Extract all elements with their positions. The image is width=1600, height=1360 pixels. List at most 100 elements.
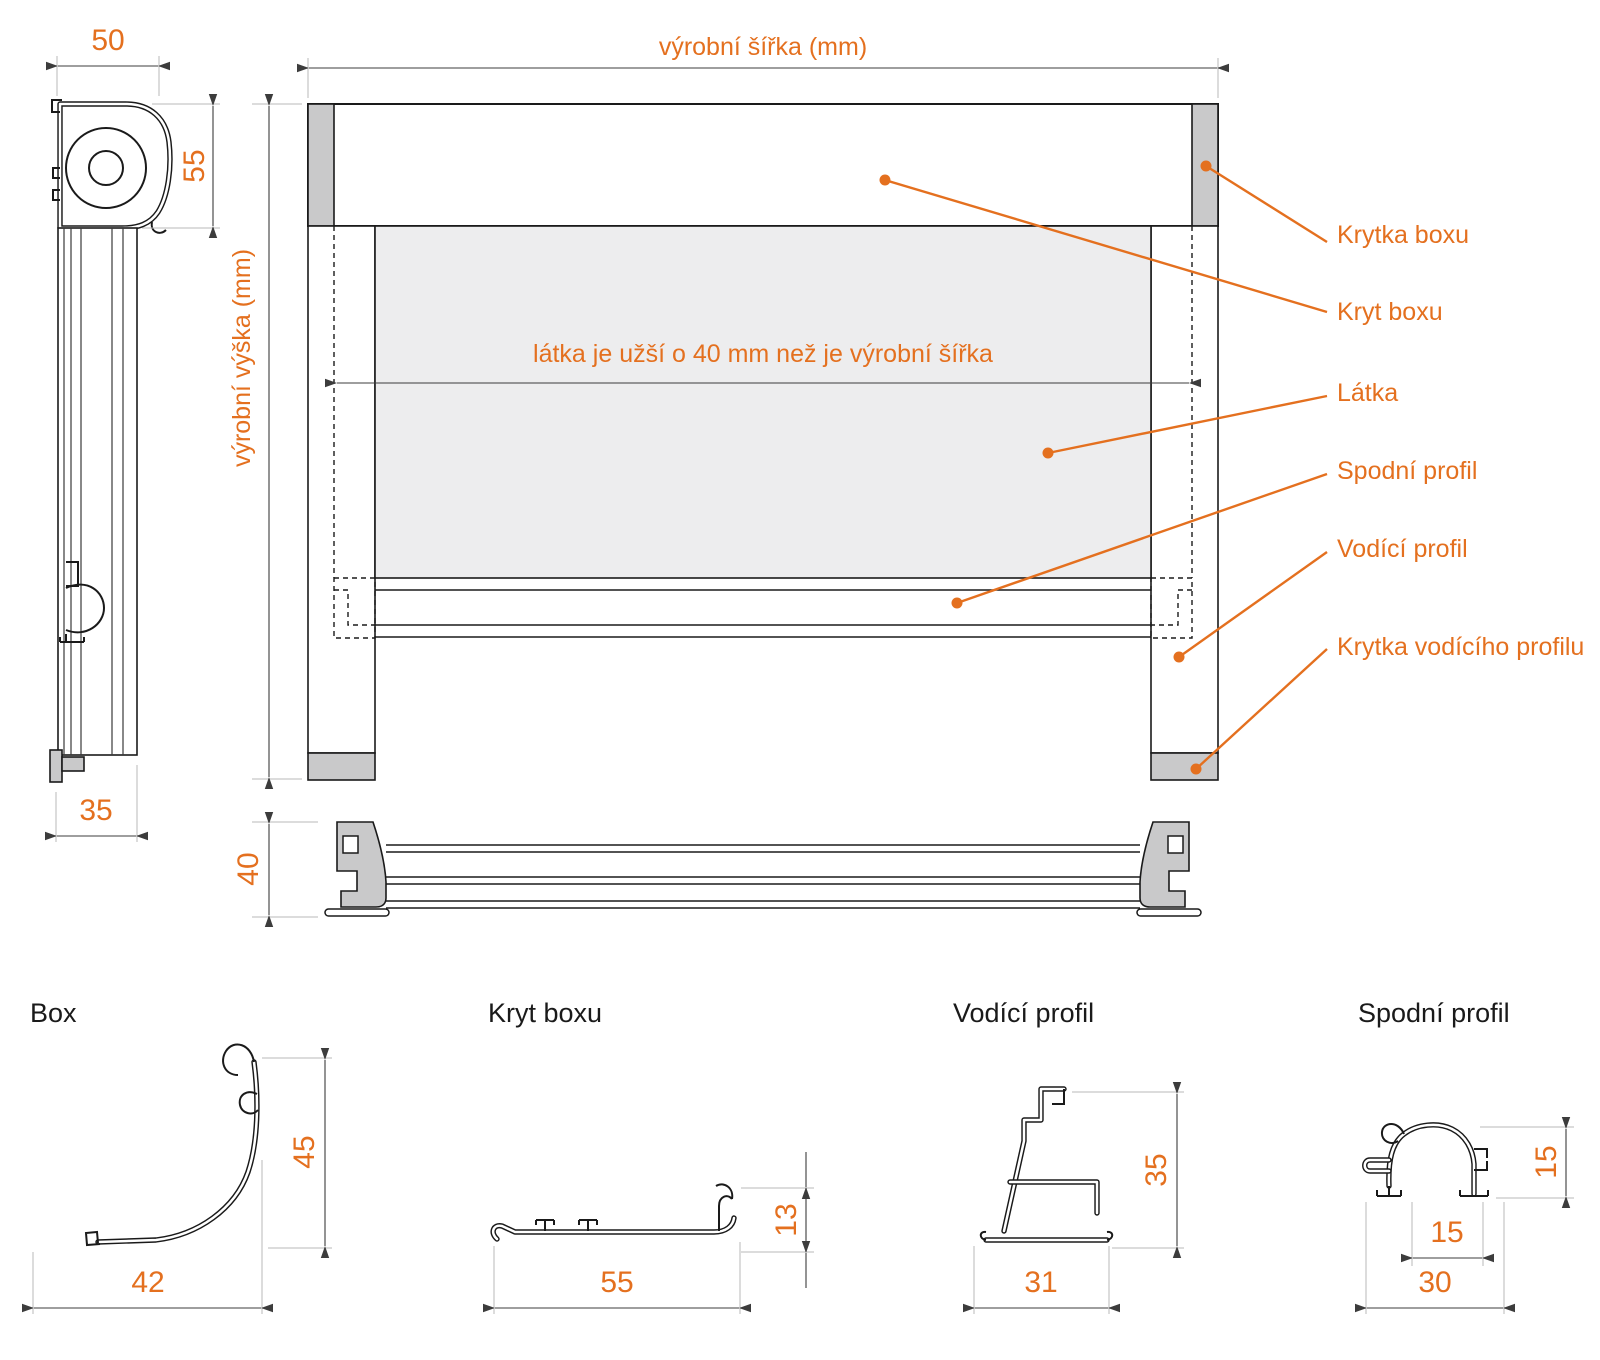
profile-vodici: Vodící profil 35 31 xyxy=(953,998,1184,1314)
fabric-panel xyxy=(374,225,1152,579)
callout-vodici-profil: Vodící profil xyxy=(1337,535,1468,563)
leader-line xyxy=(1195,648,1328,770)
production-width-dimension: výrobní šířka (mm) xyxy=(297,33,1229,98)
box-end-cap-left xyxy=(307,103,335,227)
hidden-bar-step-right xyxy=(1151,589,1192,626)
callout-spodni-profil: Spodní profil xyxy=(1337,457,1477,485)
callout-krytka-boxu: Krytka boxu xyxy=(1337,221,1469,249)
bottom-bar-front xyxy=(333,577,1193,639)
cross-section-view: 40 xyxy=(232,812,1202,927)
kryt-width-dimension: 55 xyxy=(483,1242,751,1314)
profile-kryt-boxu: Kryt boxu 13 55 xyxy=(483,998,814,1314)
side-view-bottom-width-dimension: 35 xyxy=(45,765,148,842)
side-view-bottom-profile xyxy=(59,561,106,643)
box-profile-end-hook xyxy=(84,1230,101,1247)
kryt-profile-plate xyxy=(490,1215,737,1242)
dim-value-15h: 15 xyxy=(1530,1145,1563,1178)
kryt-profile-upright xyxy=(718,1195,733,1231)
dim-value-50: 50 xyxy=(91,24,124,57)
dim-value-55: 55 xyxy=(178,149,211,182)
rail-bottom-cap-left xyxy=(307,752,376,781)
fabric-exit-curl xyxy=(150,221,167,234)
housing-outline xyxy=(57,101,173,231)
profile-spodni-title: Spodní profil xyxy=(1358,998,1510,1028)
fabric-width-dimension: látka je užší o 40 mm než je výrobní šíř… xyxy=(325,340,1201,388)
side-view: 50 55 xyxy=(45,24,220,842)
hidden-bar-end-left xyxy=(333,577,376,639)
leader-dot xyxy=(1173,651,1185,663)
housing-outline-inner xyxy=(58,102,172,230)
main-view: výrobní šířka (mm) výrobní výška (mm) lá… xyxy=(228,33,1229,789)
side-view-box-housing xyxy=(51,99,173,234)
hidden-bar-end-right xyxy=(1150,577,1193,639)
vodici-inner-shelf xyxy=(1007,1179,1100,1216)
dim-value-45: 45 xyxy=(288,1135,321,1168)
dim-value-35p: 35 xyxy=(1140,1153,1173,1186)
cross-section-bracket-right xyxy=(1136,821,1202,917)
profile-details: Box 45 42 Kryt boxu xyxy=(22,998,1574,1314)
spodni-left-arm-inner xyxy=(1363,1158,1391,1173)
callout-krytka-vodiciho-profilu: Krytka vodícího profilu xyxy=(1337,633,1584,661)
profile-kryt-boxu-title: Kryt boxu xyxy=(488,998,602,1028)
cross-section-height-dimension: 40 xyxy=(232,812,318,927)
leader-line xyxy=(1205,164,1328,244)
bracket-foot xyxy=(324,908,390,917)
box-profile-top-curl xyxy=(222,1043,255,1076)
kryt-profile-tee xyxy=(535,1219,555,1231)
box-profile-body xyxy=(95,1059,260,1245)
spodni-inner-width-dimension: 15 xyxy=(1401,1202,1494,1266)
sill-profile-lines xyxy=(386,844,1140,909)
leader-line xyxy=(956,472,1328,605)
spodni-right-hooks xyxy=(1474,1148,1488,1171)
leader-dot xyxy=(1042,447,1054,459)
housing-side-clips xyxy=(52,167,60,201)
leader-line xyxy=(1047,394,1328,455)
profile-box: Box 45 42 xyxy=(22,998,332,1314)
bottom-profile-body xyxy=(65,583,106,634)
dim-value-30: 30 xyxy=(1418,1266,1451,1299)
side-view-height-dimension: 55 xyxy=(142,94,220,238)
bracket-body xyxy=(1139,821,1190,908)
box-profile-mid-hook xyxy=(238,1091,259,1115)
side-view-guide-rail xyxy=(49,227,138,783)
spodni-left-arm xyxy=(1362,1157,1392,1174)
spodni-right-foot xyxy=(1459,1190,1489,1197)
vodici-top-hook xyxy=(1052,1089,1065,1105)
spodni-profile-arch-inner xyxy=(1387,1123,1476,1196)
box-profile-body-inner xyxy=(96,1060,259,1244)
roller-tube-outer xyxy=(65,127,147,209)
production-height-label: výrobní výška (mm) xyxy=(228,249,256,467)
production-height-dimension: výrobní výška (mm) xyxy=(228,94,302,789)
leader-line xyxy=(1178,551,1328,658)
bottom-profile-foot xyxy=(59,634,85,643)
leader-dot xyxy=(951,597,963,609)
dim-value-35: 35 xyxy=(79,794,112,827)
side-view-width-dimension: 50 xyxy=(46,24,170,96)
vodici-profile-outline-inner xyxy=(1002,1087,1066,1233)
cross-section-bracket-left xyxy=(324,821,390,917)
leader-line xyxy=(884,178,1328,314)
bracket-body xyxy=(336,821,387,908)
callout-kryt-boxu: Kryt boxu xyxy=(1337,298,1443,326)
callouts: Krytka boxu Kryt boxu Látka Spodní profi… xyxy=(879,160,1584,775)
profile-vodici-title: Vodící profil xyxy=(953,998,1094,1028)
guide-rail-right xyxy=(1150,225,1219,754)
vodici-inner-shelf-inner xyxy=(1008,1180,1099,1215)
production-width-label: výrobní šířka (mm) xyxy=(659,33,867,61)
dim-value-40: 40 xyxy=(232,852,265,885)
kryt-height-dimension: 13 xyxy=(741,1152,814,1288)
box-width-dimension: 42 xyxy=(22,1160,273,1314)
dim-value-55w: 55 xyxy=(600,1266,633,1299)
spodni-left-foot xyxy=(1376,1186,1402,1197)
dim-value-15w: 15 xyxy=(1430,1216,1463,1249)
vodici-profile-outline xyxy=(1001,1086,1067,1234)
bracket-notch xyxy=(342,835,359,854)
rail-end-cap-step xyxy=(61,756,85,772)
kryt-profile-plate-inner xyxy=(491,1216,736,1241)
dim-value-13: 13 xyxy=(770,1203,803,1236)
rail-body xyxy=(57,227,138,756)
bracket-notch xyxy=(1167,835,1184,854)
vodici-width-dimension: 31 xyxy=(963,1246,1120,1314)
